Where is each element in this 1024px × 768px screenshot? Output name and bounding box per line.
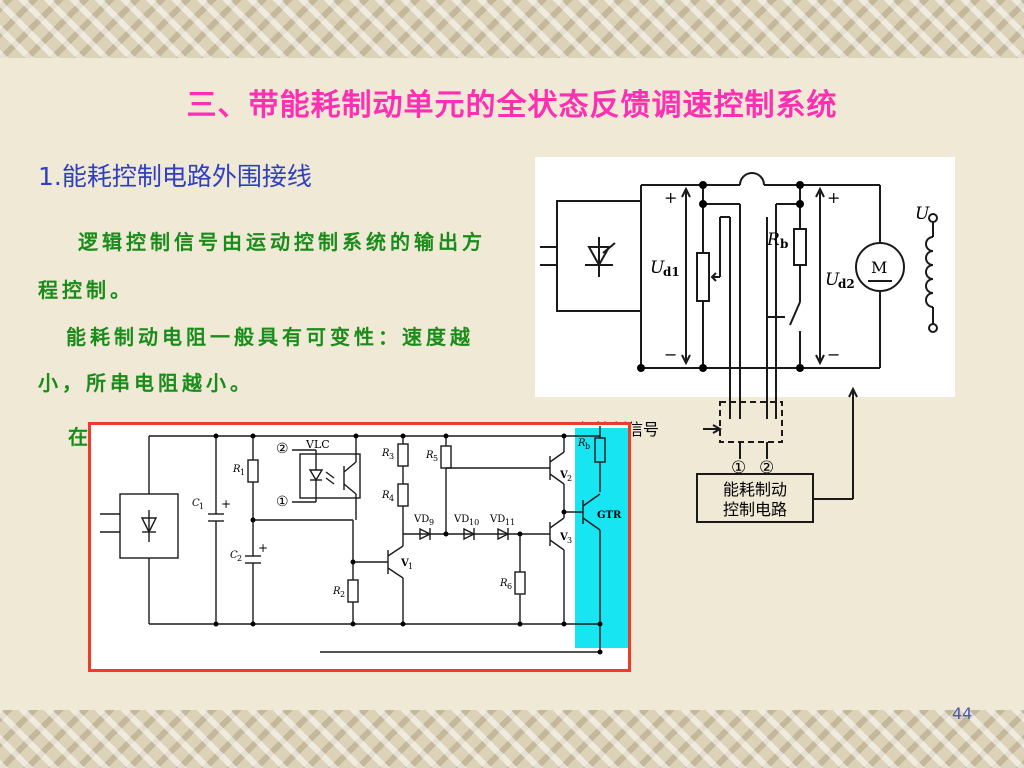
c1-subscript: 1 (199, 502, 204, 511)
gtr-label: GTR (597, 510, 622, 521)
control-terminal-1: ① (731, 458, 746, 478)
rb-subscript: b (780, 237, 788, 251)
subheading: 1.能耗控制电路外围接线 (38, 162, 312, 191)
logic-input-box (719, 401, 783, 443)
r4-label: R (381, 490, 390, 501)
motor-label: M (871, 258, 887, 277)
c2-plus: + (258, 541, 268, 555)
ud2-plus: + (827, 188, 840, 207)
ud1-subscript: d1 (663, 265, 680, 279)
paragraph-logic-signal: 逻辑控制信号由运动控制系统的输出方程控制。 (38, 230, 486, 302)
r4-subscript: 4 (389, 494, 394, 503)
rb-small-subscript: b (585, 442, 590, 451)
potentiometer (696, 252, 710, 302)
ud1-minus: − (664, 345, 677, 364)
vlc-label: VLC (305, 438, 330, 451)
v2-label: V (559, 470, 568, 481)
v3-label: V (559, 532, 568, 543)
v1-label: V (400, 558, 409, 569)
control-box-line1: 能耗制动 (723, 480, 787, 499)
gtr-highlight (575, 428, 628, 648)
resistor-r1 (247, 459, 259, 483)
c1-plus: + (221, 497, 231, 511)
r2-label: R (332, 586, 341, 597)
rb-small-label: R (577, 438, 586, 449)
brake-drive-circuit: VLC ② ① R 1 C 1 + C 2 + R 2 R 3 R 4 R 5 … (100, 426, 628, 655)
terminal-2-label: ② (276, 441, 289, 457)
resistor-r5 (440, 445, 452, 469)
vd9-label: VD (413, 514, 429, 525)
r6-subscript: 6 (507, 582, 512, 591)
resistor-r4 (397, 483, 409, 507)
vd10-subscript: 10 (469, 518, 479, 527)
vd10-label: VD (453, 514, 469, 525)
v3-subscript: 3 (567, 536, 572, 545)
vd11-subscript: 11 (505, 518, 515, 527)
c2-label: C (230, 550, 238, 561)
ud2-subscript: d2 (838, 277, 855, 291)
resistor-r6 (514, 571, 526, 595)
r3-subscript: 3 (389, 452, 394, 461)
slide-title: 三、带能耗制动单元的全状态反馈调速控制系统 (186, 88, 838, 123)
terminal-1-label: ① (276, 494, 289, 510)
ud1-plus: + (664, 188, 677, 207)
rectifier-box (556, 200, 642, 312)
optocoupler-vlc (299, 453, 361, 499)
r2-subscript: 2 (340, 590, 345, 599)
vd9-subscript: 9 (429, 518, 434, 527)
v1-subscript: 1 (408, 562, 413, 571)
c1-label: C (192, 498, 200, 509)
paragraph-truncated: 在 (68, 425, 92, 449)
r5-subscript: 5 (433, 454, 438, 463)
paragraph-resistor: 能耗制动电阻一般具有可变性：速度越小，所串电阻越小。 (38, 325, 474, 395)
ud2-minus: − (827, 345, 840, 364)
r6-label: R (499, 578, 508, 589)
r3-label: R (381, 448, 390, 459)
v2-subscript: 2 (567, 474, 572, 483)
r5-label: R (425, 450, 434, 461)
ud2-label: U (825, 270, 840, 290)
control-box-line2: 控制电路 (723, 500, 787, 519)
c2-subscript: 2 (237, 554, 242, 563)
field-winding (925, 236, 934, 308)
external-wiring-diagram (535, 157, 955, 397)
resistor-rb (793, 228, 807, 266)
resistor-r3 (397, 443, 409, 467)
resistor-r2 (347, 579, 359, 603)
vd11-label: VD (489, 514, 505, 525)
r1-label: R (232, 464, 241, 475)
ud1-label: U (650, 258, 665, 278)
decorative-top-band (0, 0, 1024, 58)
rb-label: R (766, 230, 780, 250)
page-number: 44 (952, 704, 973, 723)
field-u-label: U (915, 204, 930, 224)
r1-subscript: 1 (240, 468, 245, 477)
control-terminal-2: ② (759, 458, 774, 478)
motor (855, 242, 905, 292)
terminal (928, 213, 938, 223)
decorative-bottom-band (0, 710, 1024, 768)
